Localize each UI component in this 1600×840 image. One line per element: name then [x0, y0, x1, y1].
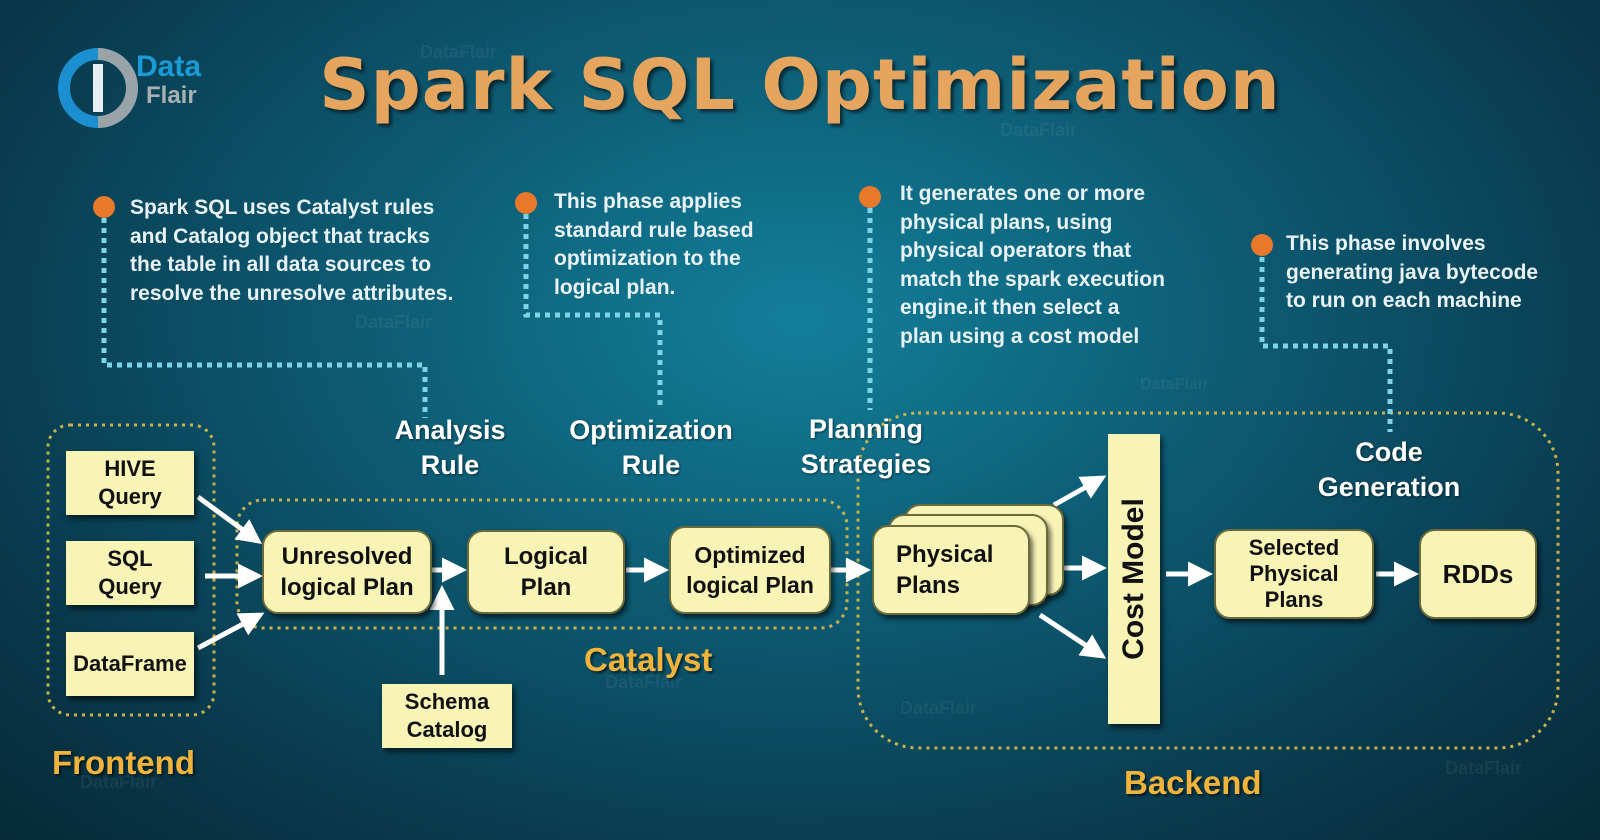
- optimization-connector: [523, 214, 663, 405]
- backend-label: Backend: [1124, 764, 1262, 801]
- cost-model-box: Cost Model: [1108, 434, 1160, 724]
- sql-query-box: SQL Query: [66, 541, 194, 605]
- code-generation-label: Code Generation: [1317, 437, 1461, 502]
- dataflair-logo-icon: [58, 48, 138, 128]
- catalyst-label: Catalyst: [584, 641, 713, 678]
- watermark: DataFlair: [1445, 758, 1523, 778]
- dataflair-logo: Data Flair: [58, 46, 228, 132]
- watermark: DataFlair: [1000, 120, 1078, 140]
- watermark: DataFlair: [420, 42, 498, 62]
- optimization-bullet: [515, 192, 537, 214]
- hive-to-unresolved-arrow: [196, 494, 263, 544]
- dataframe-box: DataFrame: [66, 632, 194, 696]
- codegen-bullet: [1251, 234, 1273, 256]
- physical-plans-box: Physical Plans: [872, 525, 1030, 615]
- page-title: Spark SQL Optimization: [319, 44, 1281, 126]
- analysis-bullet: [93, 196, 115, 218]
- physical-to-cost-arrow-top: [1052, 475, 1107, 508]
- planning-strategies-label: Planning Strategies: [800, 414, 932, 479]
- cost-model-label: Cost Model: [1117, 498, 1151, 660]
- frontend-label: Frontend: [52, 744, 195, 781]
- catalyst-container: [235, 498, 849, 630]
- backend-container: [856, 411, 1560, 750]
- unresolved-logical-plan-box: Unresolved logical Plan: [262, 530, 432, 614]
- planning-note: It generates one or more physical plans,…: [900, 182, 1165, 348]
- logo-line-2: Flair: [146, 82, 197, 109]
- physical-to-cost-arrow-bottom: [1038, 612, 1107, 659]
- watermark: DataFlair: [1140, 376, 1209, 393]
- frontend-container: [46, 423, 216, 717]
- watermark: DataFlair: [605, 672, 683, 692]
- analysis-note: Spark SQL uses Catalyst rules and Catalo…: [130, 196, 454, 305]
- analysis-rule-label: Analysis Rule: [394, 415, 506, 480]
- logo-line-1: Data: [136, 50, 202, 83]
- watermark: DataFlair: [80, 772, 158, 792]
- watermark: DataFlair: [355, 312, 433, 332]
- logical-plan-box: Logical Plan: [467, 530, 625, 614]
- dataframe-to-unresolved-arrow: [196, 612, 265, 651]
- analysis-connector: [101, 218, 428, 418]
- rdds-box: RDDs: [1419, 529, 1537, 619]
- optimization-rule-label: Optimization Rule: [569, 415, 733, 480]
- hive-query-box: HIVE Query: [66, 451, 194, 515]
- watermark: DataFlair: [900, 698, 978, 718]
- optimization-note: This phase applies standard rule based o…: [554, 190, 754, 299]
- codegen-note: This phase involves generating java byte…: [1286, 232, 1539, 312]
- selected-physical-plans-box: Selected Physical Plans: [1214, 529, 1374, 619]
- planning-bullet: [859, 186, 881, 208]
- optimized-logical-plan-box: Optimized logical Plan: [669, 526, 831, 614]
- schema-catalog-box: Schema Catalog: [382, 684, 512, 748]
- codegen-connector: [1259, 257, 1393, 432]
